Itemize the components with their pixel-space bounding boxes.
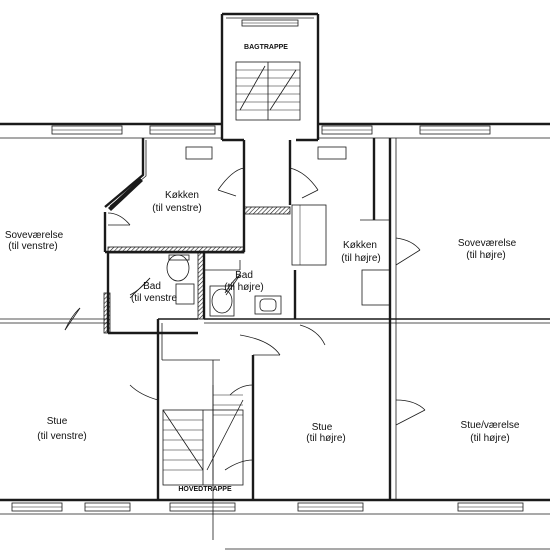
back-stair-tower: BAGTRAPPE <box>220 12 320 140</box>
right-bath-tub <box>209 285 235 317</box>
bath-left-name: Bad <box>143 281 161 292</box>
bedroom-right-side: (til højre) <box>466 250 505 261</box>
stove <box>361 269 391 306</box>
living-left-name: Stue <box>47 416 68 427</box>
kitchen-left-side: (til venstre) <box>152 203 201 214</box>
back-stair-treads <box>235 61 301 121</box>
outer-walls <box>0 122 550 550</box>
bedroom-left-side: (til venstre) <box>8 241 57 252</box>
room-labels: Køkken (til venstre) Køkken (til højre) … <box>5 190 520 444</box>
bedroom-left-name: Soveværelse <box>5 230 64 241</box>
right-kitchen-window <box>317 146 347 160</box>
bottom-windows <box>11 502 524 512</box>
door-swings <box>64 167 426 471</box>
bath-left-side: (til venstre <box>131 293 178 304</box>
living-right-side: (til højre) <box>470 433 509 444</box>
bath-right-name: Bad <box>235 270 253 281</box>
vestibule-window <box>185 146 213 160</box>
kitchen-left-name: Køkken <box>165 190 199 201</box>
kitchen-right-side: (til højre) <box>341 253 380 264</box>
living-right-name: Stue/værelse <box>461 420 520 431</box>
bedroom-right-name: Soveværelse <box>458 238 517 249</box>
interior-walls <box>0 138 550 500</box>
back-stair-label: BAGTRAPPE <box>244 44 288 51</box>
fixtures <box>166 146 391 317</box>
top-windows <box>51 125 491 135</box>
living-left-side: (til venstre) <box>37 431 86 442</box>
left-bath-sink <box>175 283 195 305</box>
right-bath-sink <box>254 295 282 315</box>
living-middle-side: (til højre) <box>306 433 345 444</box>
living-middle-name: Stue <box>312 422 333 433</box>
main-stair-label: HOVEDTRAPPE <box>178 486 232 493</box>
toilet <box>166 254 190 282</box>
bath-right-side: (til højre) <box>224 282 263 293</box>
main-stair: HOVEDTRAPPE <box>162 360 244 540</box>
kitchen-right-name: Køkken <box>343 240 377 251</box>
